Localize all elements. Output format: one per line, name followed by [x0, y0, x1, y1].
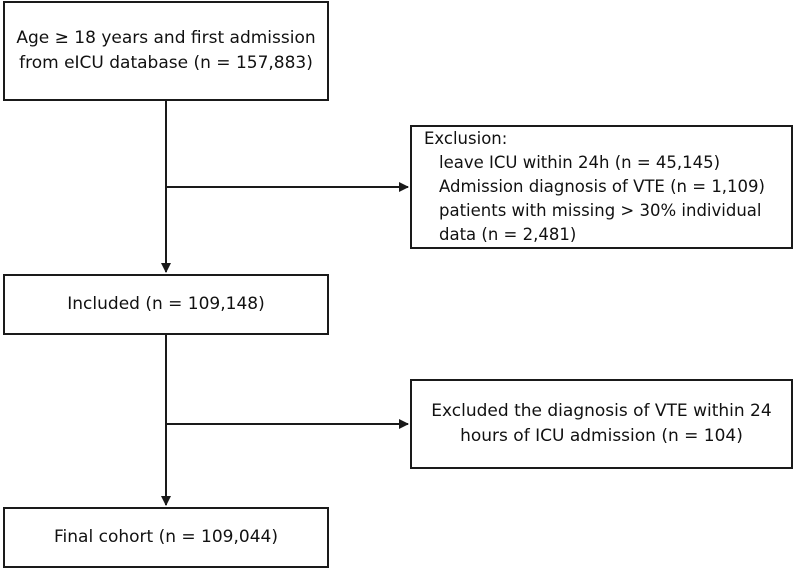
vte-exclusion-line-1: Excluded the diagnosis of VTE within 24 — [431, 401, 772, 421]
exclusion-item-missing-data: patients with missing > 30% individual — [439, 201, 762, 220]
exclusion-title: Exclusion: — [424, 129, 508, 148]
exclusion-item-missing-data-count: data (n = 2,481) — [439, 225, 577, 244]
final-cohort-box: Final cohort (n = 109,044) — [3, 507, 329, 568]
included-population-box: Included (n = 109,148) — [3, 274, 329, 335]
start-population-box: Age ≥ 18 years and first admission from … — [3, 1, 329, 101]
exclusion-item-leave-icu: leave ICU within 24h (n = 45,145) — [439, 153, 721, 172]
start-population-line-1: Age ≥ 18 years and first admission — [16, 28, 316, 48]
exclusion-item-vte-diagnosis: Admission diagnosis of VTE (n = 1,109) — [439, 177, 765, 196]
final-cohort-text: Final cohort (n = 109,044) — [54, 527, 278, 547]
vte-exclusion-box: Excluded the diagnosis of VTE within 24 … — [410, 379, 793, 469]
included-population-text: Included (n = 109,148) — [67, 294, 265, 314]
vte-exclusion-line-2: hours of ICU admission (n = 104) — [460, 426, 743, 446]
exclusion-criteria-box: Exclusion: leave ICU within 24h (n = 45,… — [410, 125, 793, 249]
start-population-line-2: from eICU database (n = 157,883) — [19, 53, 313, 73]
